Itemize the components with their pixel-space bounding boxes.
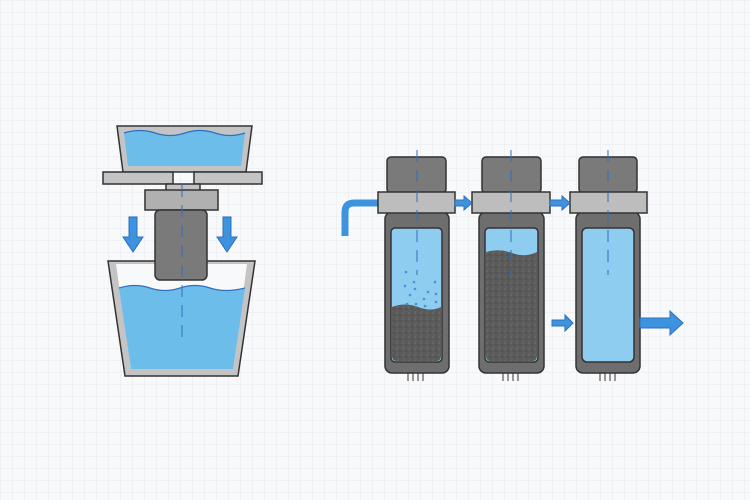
plate-right xyxy=(193,171,263,185)
filter-stage-1 xyxy=(377,150,456,381)
upper-water xyxy=(124,130,245,166)
outlet-arrow-icon xyxy=(639,309,684,337)
plate-left xyxy=(102,171,174,185)
filter-cartridge xyxy=(154,209,208,281)
inlet-pipe xyxy=(341,199,380,236)
flow-down-arrow-icon xyxy=(122,216,238,253)
filter-stage-2 xyxy=(471,150,551,381)
flow-arrow-icon xyxy=(454,194,473,212)
filter-stage-3 xyxy=(569,150,648,381)
gravity-filter xyxy=(102,125,263,377)
particles xyxy=(403,270,438,308)
flow-arrow-icon xyxy=(551,313,574,333)
flow-arrow-icon xyxy=(549,194,571,212)
